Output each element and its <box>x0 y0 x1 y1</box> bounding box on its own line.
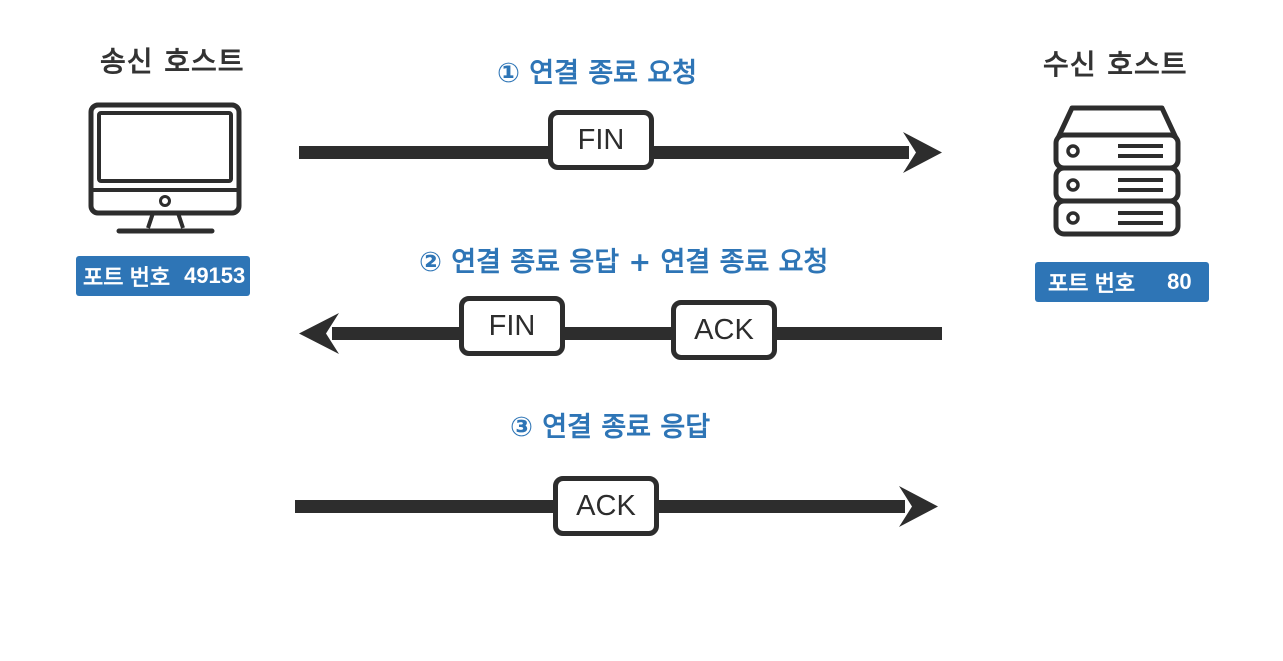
receiver-port-badge: 포트 번호 80 <box>1035 262 1209 302</box>
step-1-title: ① 연결 종료 요청 <box>497 58 698 89</box>
sender-host-title: 송신 호스트 <box>100 45 245 78</box>
receiver-port-label: 포트 번호 <box>1048 271 1136 296</box>
receiver-host-title: 수신 호스트 <box>1043 48 1188 81</box>
sender-port-label: 포트 번호 <box>83 265 171 290</box>
server-stack-icon <box>1053 105 1181 237</box>
step-2-ack-segment: ACK <box>671 300 777 360</box>
step-2-arrow <box>299 313 942 354</box>
desktop-monitor-icon <box>88 102 242 234</box>
step-2-fin-segment: FIN <box>459 296 565 356</box>
step-1-fin-segment: FIN <box>548 110 654 170</box>
step-3-ack-segment: ACK <box>553 476 659 536</box>
receiver-port-number: 80 <box>1167 269 1192 294</box>
sender-port-badge: 포트 번호 49153 <box>76 256 250 296</box>
step-2-title: ② 연결 종료 응답 + 연결 종료 요청 <box>419 247 829 278</box>
sender-port-number: 49153 <box>184 263 246 288</box>
step-3-title: ③ 연결 종료 응답 <box>510 412 711 443</box>
